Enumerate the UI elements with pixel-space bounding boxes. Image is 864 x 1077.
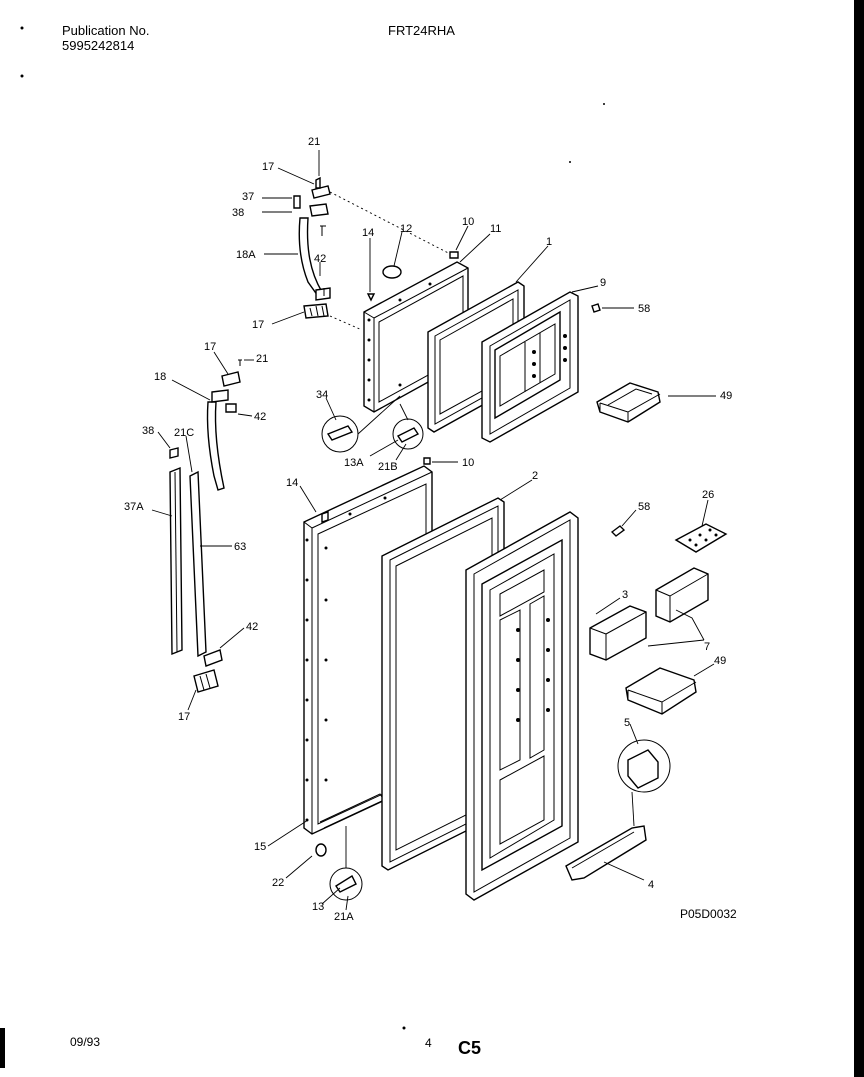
part-7-shelf-upper bbox=[655, 567, 709, 623]
label-42: 42 bbox=[246, 621, 258, 633]
freezer-door-liner bbox=[481, 291, 579, 443]
label-3: 3 bbox=[622, 589, 628, 601]
detail-13-bracket bbox=[329, 826, 363, 901]
label-42: 42 bbox=[254, 411, 266, 423]
scan-dot bbox=[603, 103, 605, 105]
part-26-plate bbox=[674, 523, 728, 553]
scan-dot bbox=[402, 1026, 406, 1030]
label-17: 17 bbox=[204, 341, 216, 353]
label-17: 17 bbox=[262, 161, 274, 173]
label-22: 22 bbox=[272, 877, 284, 889]
label-15: 15 bbox=[254, 841, 266, 853]
scan-dot bbox=[20, 26, 24, 30]
label-38: 38 bbox=[142, 425, 154, 437]
part-10-lower bbox=[423, 457, 431, 465]
freezer-door-outer-panel bbox=[363, 261, 469, 413]
leader-lines bbox=[151, 150, 716, 911]
label-21A: 21A bbox=[334, 911, 354, 923]
label-34: 34 bbox=[316, 389, 328, 401]
lower-hinge-assembly bbox=[169, 447, 223, 693]
part-37A-trim bbox=[169, 466, 183, 656]
label-18: 18 bbox=[154, 371, 166, 383]
scan-dot bbox=[20, 74, 24, 78]
label-38: 38 bbox=[232, 207, 244, 219]
detail-34-bracket bbox=[321, 395, 401, 453]
label-10: 10 bbox=[462, 216, 474, 228]
label-58: 58 bbox=[638, 303, 650, 315]
publication-label: Publication No. bbox=[62, 23, 150, 38]
label-26: 26 bbox=[702, 489, 714, 501]
label-17: 17 bbox=[252, 319, 264, 331]
part-5-cover bbox=[617, 739, 671, 793]
footer-date: 09/93 bbox=[70, 1035, 101, 1049]
label-49: 49 bbox=[720, 390, 732, 402]
label-2: 2 bbox=[532, 470, 538, 482]
label-63: 63 bbox=[234, 541, 246, 553]
label-49: 49 bbox=[714, 655, 726, 667]
part-49-bin-lower bbox=[625, 667, 697, 715]
part-63-trim bbox=[189, 470, 207, 658]
label-12: 12 bbox=[400, 223, 412, 235]
label-4: 4 bbox=[648, 879, 654, 891]
model-number: FRT24RHA bbox=[388, 23, 455, 38]
label-17: 17 bbox=[178, 711, 190, 723]
label-21C: 21C bbox=[174, 427, 194, 439]
part-58-upper-screw bbox=[591, 303, 601, 313]
part-4-dairy-door bbox=[565, 825, 647, 881]
label-13: 13 bbox=[312, 901, 324, 913]
footer-section-code: C5 bbox=[458, 1038, 482, 1058]
scan-dot bbox=[569, 161, 571, 163]
label-42: 42 bbox=[314, 253, 326, 265]
label-7: 7 bbox=[704, 641, 710, 653]
drawing-code: P05D0032 bbox=[680, 907, 737, 921]
detail-13A-bracket bbox=[392, 403, 424, 450]
part-12-cap bbox=[382, 265, 402, 279]
label-13A: 13A bbox=[344, 457, 364, 469]
label-21B: 21B bbox=[378, 461, 398, 473]
label-18A: 18A bbox=[236, 249, 256, 261]
scan-border-left bbox=[0, 1028, 5, 1068]
label-14: 14 bbox=[362, 227, 374, 239]
upper-hinge-assembly bbox=[293, 176, 459, 331]
footer-page-number: 4 bbox=[425, 1036, 432, 1050]
part-58-screw bbox=[610, 525, 626, 537]
label-58: 58 bbox=[638, 501, 650, 513]
fresh-food-door-liner bbox=[465, 511, 579, 901]
callout-labels: 21 17 37 38 18A 42 17 14 12 10 11 1 9 58… bbox=[124, 136, 737, 923]
part-14-upper bbox=[366, 293, 376, 302]
scan-border-right bbox=[854, 0, 864, 1077]
part-22-cap bbox=[315, 843, 327, 857]
label-37A: 37A bbox=[124, 501, 144, 513]
label-21: 21 bbox=[308, 136, 320, 148]
label-37: 37 bbox=[242, 191, 254, 203]
label-5: 5 bbox=[624, 717, 630, 729]
publication-number: 5995242814 bbox=[62, 38, 135, 53]
part-14-lower bbox=[321, 511, 329, 523]
label-9: 9 bbox=[600, 277, 606, 289]
freezer-bin-upper bbox=[596, 382, 661, 423]
part-3-shelf-lower bbox=[589, 605, 647, 661]
part-10-upper bbox=[449, 251, 459, 259]
label-10: 10 bbox=[462, 457, 474, 469]
label-11: 11 bbox=[490, 223, 501, 235]
label-1: 1 bbox=[546, 236, 552, 248]
label-14: 14 bbox=[286, 477, 298, 489]
publication-block: Publication No. 5995242814 bbox=[62, 23, 149, 53]
middle-hinge-assembly bbox=[206, 359, 242, 491]
label-21: 21 bbox=[256, 353, 268, 365]
